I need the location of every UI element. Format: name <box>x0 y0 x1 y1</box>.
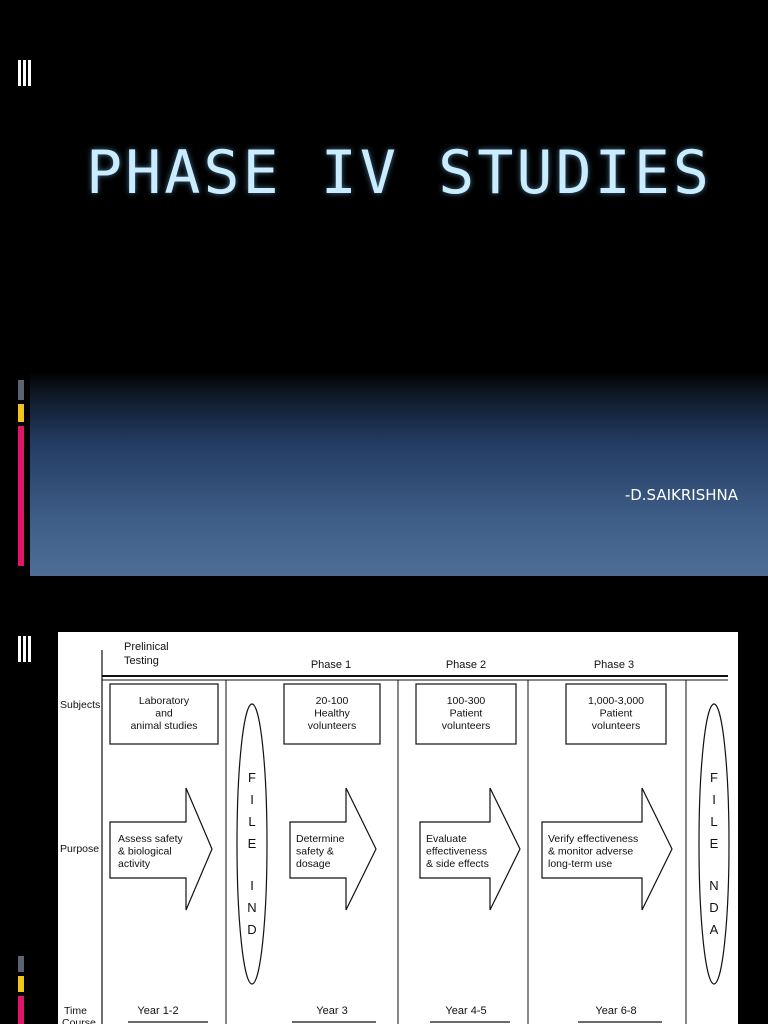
column-header-phase3: Phase 3 <box>594 659 634 671</box>
accent-mark-gray <box>18 380 24 400</box>
time-text: Year 6-8 <box>595 1005 636 1017</box>
subject-box <box>283 683 381 745</box>
subject-box <box>415 683 517 745</box>
accent-mark-pink <box>18 426 24 566</box>
column-header-phase1: Phase 1 <box>311 659 351 671</box>
accent-mark-yellow <box>18 976 24 992</box>
subject-box <box>565 683 667 745</box>
subject-box <box>109 683 219 745</box>
slide-title: PHASE IV STUDIES <box>86 138 712 208</box>
file-letter: L <box>248 814 255 829</box>
file-letter: D <box>247 922 256 937</box>
slide-marker-icon <box>18 60 31 86</box>
time-text: Year 4-5 <box>445 1005 486 1017</box>
left-strip <box>0 0 30 576</box>
row-label-purpose: Purpose <box>60 843 99 855</box>
file-letter: A <box>710 922 719 937</box>
author-name: -D.SAIKRISHNA <box>624 486 738 504</box>
title-slide: PHASE IV STUDIES -D.SAIKRISHNA <box>0 0 768 576</box>
accent-mark-pink <box>18 996 24 1024</box>
file-nda-oval <box>698 703 730 985</box>
file-letter: F <box>710 770 718 785</box>
column-header-phase2: Phase 2 <box>446 659 486 671</box>
file-letter: I <box>712 792 716 807</box>
slide-marker-icon <box>18 636 31 662</box>
purpose-arrow <box>541 787 673 911</box>
time-text: Year 3 <box>316 1005 347 1017</box>
accent-marks <box>18 380 30 570</box>
file-letter: N <box>709 878 718 893</box>
purpose-arrow <box>109 787 213 911</box>
accent-mark-gray <box>18 956 24 972</box>
time-text: Year 1-2 <box>137 1005 178 1017</box>
purpose-arrow <box>419 787 521 911</box>
file-letter: F <box>248 770 256 785</box>
purpose-arrow <box>289 787 377 911</box>
title-slide-background <box>30 0 768 576</box>
file-letter: D <box>709 900 718 915</box>
file-letter: I <box>250 792 254 807</box>
file-letter: L <box>710 814 717 829</box>
file-letter: I <box>250 878 254 893</box>
file-letter: N <box>247 900 256 915</box>
row-label-subjects: Subjects <box>60 699 100 711</box>
file-letter: E <box>710 836 719 851</box>
accent-mark-yellow <box>18 404 24 422</box>
file-ind-oval <box>236 703 268 985</box>
accent-marks <box>18 956 30 1024</box>
file-letter: E <box>248 836 257 851</box>
